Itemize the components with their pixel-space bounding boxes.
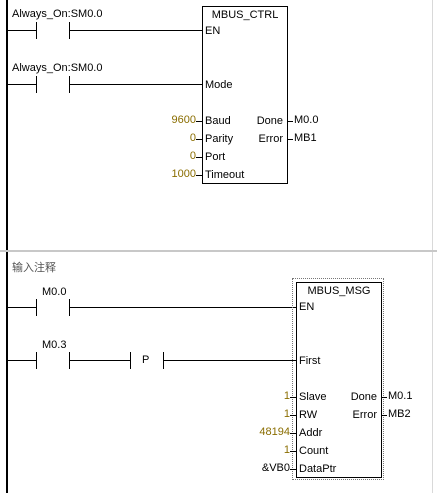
mbus-msg-rw-label: RW xyxy=(299,409,318,421)
contact-label-m0-3: M0.3 xyxy=(42,339,67,351)
rw-value[interactable]: 1 xyxy=(283,408,290,420)
mbus-ctrl-en-label: EN xyxy=(205,25,221,37)
mbus-ctrl-title: MBUS_CTRL xyxy=(211,9,279,21)
mbus-ctrl-done-label: Done xyxy=(256,115,283,127)
msg-error-output-value[interactable]: MB2 xyxy=(388,408,411,420)
mbus-ctrl-port-label: Port xyxy=(205,151,226,163)
positive-transition-contact[interactable]: P xyxy=(130,352,164,369)
right-edge-line xyxy=(432,0,433,493)
contact-m0-3[interactable] xyxy=(36,352,70,369)
mbus-msg-en-label: EN xyxy=(299,301,315,313)
mbus-ctrl-baud-label: Baud xyxy=(205,115,231,127)
contact-label-m0-0: M0.0 xyxy=(42,286,67,298)
count-value[interactable]: 1 xyxy=(283,444,290,456)
msg-done-output-value[interactable]: M0.1 xyxy=(388,390,413,402)
left-power-rail xyxy=(6,0,8,493)
contact-always-on-1[interactable] xyxy=(36,22,70,39)
network-comment[interactable]: 输入注释 xyxy=(12,262,56,274)
dataptr-value[interactable]: &VB0 xyxy=(261,462,290,474)
error-output-value[interactable]: MB1 xyxy=(294,132,317,144)
mbus-ctrl-block[interactable]: MBUS_CTRL EN Mode Baud Parity Port Timeo… xyxy=(202,6,288,184)
mbus-ctrl-mode-label: Mode xyxy=(205,79,233,91)
port-value[interactable]: 0 xyxy=(189,150,196,162)
addr-value[interactable]: 48194 xyxy=(259,426,290,438)
contact-m0-0[interactable] xyxy=(36,299,70,316)
baud-value[interactable]: 9600 xyxy=(171,114,196,126)
p-contact-label: P xyxy=(142,354,150,366)
mbus-msg-dataptr-label: DataPtr xyxy=(299,463,337,475)
mbus-msg-slave-label: Slave xyxy=(299,391,327,403)
contact-label-always-on-2: Always_On:SM0.0 xyxy=(12,62,103,74)
mbus-ctrl-parity-label: Parity xyxy=(205,133,234,145)
done-output-value[interactable]: M0.0 xyxy=(294,114,319,126)
mbus-msg-count-label: Count xyxy=(299,445,329,457)
mbus-msg-block[interactable]: MBUS_MSG EN First Slave RW Addr Count Da… xyxy=(296,282,382,478)
parity-value[interactable]: 0 xyxy=(189,132,196,144)
mbus-msg-title: MBUS_MSG xyxy=(307,285,371,297)
mbus-msg-first-label: First xyxy=(299,355,321,367)
contact-label-always-on-1: Always_On:SM0.0 xyxy=(12,8,103,20)
block-selection-frame xyxy=(292,278,384,480)
mbus-msg-done-label: Done xyxy=(350,391,377,403)
mbus-msg-addr-label: Addr xyxy=(299,427,323,439)
mbus-ctrl-timeout-label: Timeout xyxy=(205,169,245,181)
contact-always-on-2[interactable] xyxy=(36,76,70,93)
mbus-msg-error-label: Error xyxy=(352,409,377,421)
slave-value[interactable]: 1 xyxy=(283,390,290,402)
network-separator xyxy=(0,250,437,252)
timeout-value[interactable]: 1000 xyxy=(171,168,196,180)
mbus-ctrl-error-label: Error xyxy=(258,133,283,145)
